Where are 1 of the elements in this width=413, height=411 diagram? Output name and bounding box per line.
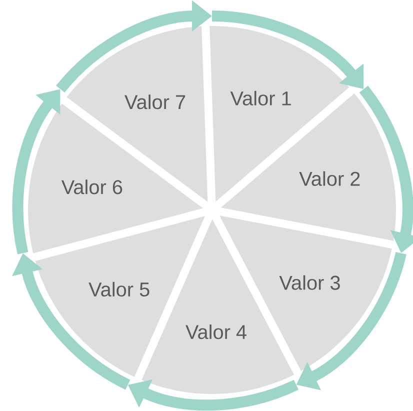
node-label: Valor 1 (230, 90, 291, 106)
